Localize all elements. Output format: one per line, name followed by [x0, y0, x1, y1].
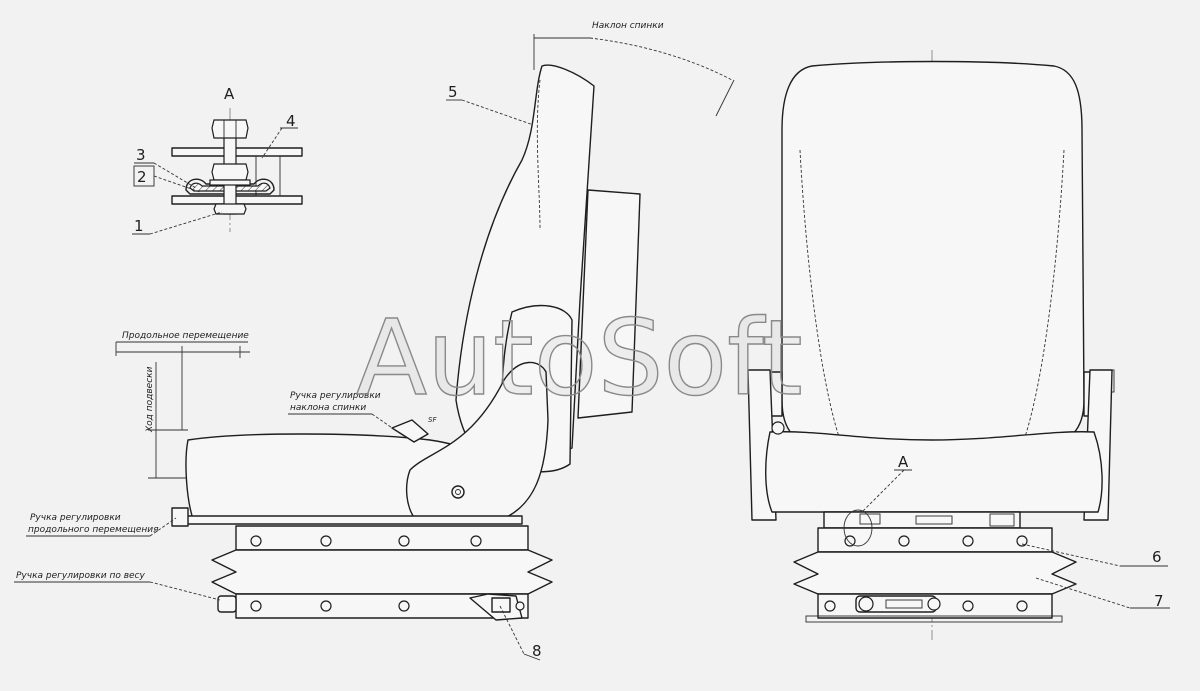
front-view: A 6 7	[747, 50, 1170, 640]
label-tilt-handle-1: Ручка регулировки	[290, 391, 381, 401]
callout-5: 5	[448, 83, 458, 101]
callout-7: 7	[1154, 592, 1164, 610]
label-longitudinal-travel: Продольное перемещение	[122, 331, 249, 341]
callout-8: 8	[532, 642, 542, 660]
callout-2: 2	[137, 168, 147, 186]
callout-3: 3	[136, 146, 146, 164]
callout-front-a: A	[898, 453, 909, 471]
callout-1: 1	[134, 217, 144, 235]
label-long-handle-1: Ручка регулировки	[30, 513, 121, 523]
handle-mark: SF	[428, 416, 437, 424]
label-long-handle-2: продольного перемещения	[28, 525, 159, 535]
label-tilt-handle-2: наклона спинки	[290, 403, 366, 413]
callout-4: 4	[286, 112, 296, 130]
callout-6: 6	[1152, 548, 1162, 566]
label-backrest-tilt: Наклон спинки	[592, 21, 664, 31]
detail-view-title: A	[224, 85, 235, 103]
watermark: AutoSoft	[356, 297, 803, 419]
label-weight-handle: Ручка регулировки по весу	[16, 571, 145, 581]
side-view: Наклон спинки 5 SF	[14, 21, 735, 661]
label-suspension-stroke: Ход подвески	[145, 366, 155, 433]
detail-view-a: A 4 3 2 1	[132, 85, 303, 235]
